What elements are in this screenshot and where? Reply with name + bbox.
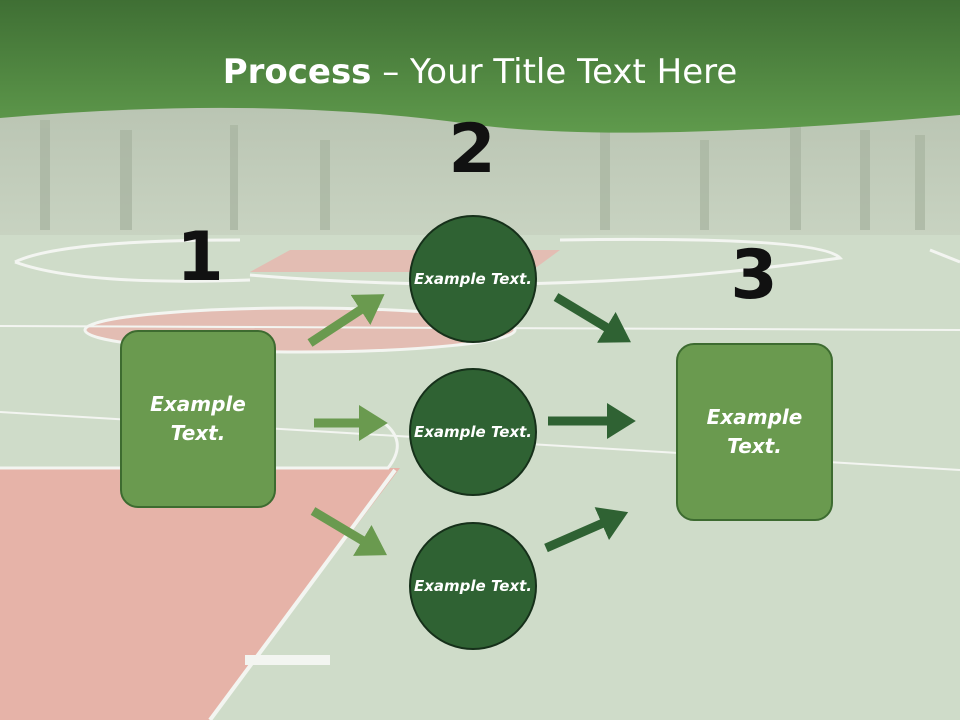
circle-bottom-line2: Text.	[490, 576, 532, 595]
title-bold: Process	[222, 52, 372, 92]
left-box-line2: Text.	[170, 421, 226, 445]
circle-bottom-line1: Example	[414, 576, 486, 595]
left-box-line1: Example	[150, 392, 246, 416]
circle-top-line1: Example	[414, 269, 486, 288]
step-number-2: 2	[448, 110, 496, 189]
circle-middle: Example Text.	[409, 368, 537, 496]
step-number-1: 1	[176, 218, 224, 297]
slide-title: Process – Your Title Text Here	[0, 52, 960, 92]
left-process-box: Example Text.	[120, 330, 276, 508]
circle-middle-line1: Example	[414, 422, 486, 441]
right-box-line2: Text.	[727, 434, 782, 458]
circle-top: Example Text.	[409, 215, 537, 343]
right-process-box: Example Text.	[676, 343, 833, 521]
circle-bottom: Example Text.	[409, 522, 537, 650]
title-rest: – Your Title Text Here	[371, 52, 738, 92]
step-number-3: 3	[730, 236, 778, 315]
circle-middle-line2: Text.	[490, 422, 532, 441]
right-box-line1: Example	[706, 405, 803, 429]
circle-top-line2: Text.	[490, 269, 532, 288]
